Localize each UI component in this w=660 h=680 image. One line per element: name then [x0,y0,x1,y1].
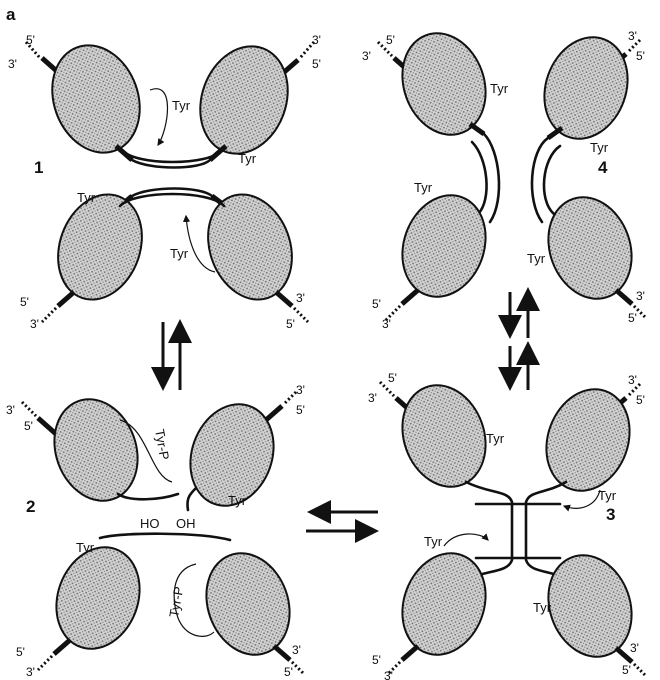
svg-text:5': 5' [636,49,645,63]
tyr-2b: Tyr [228,493,247,508]
svg-text:3': 3' [296,383,305,397]
protomer-3a: 5' 3' [368,371,499,499]
tyr-p-2a: Tyr-P [152,428,172,461]
svg-text:5': 5' [636,393,645,407]
svg-text:5': 5' [26,33,35,47]
svg-text:3': 3' [362,49,371,63]
protomer-4c: 5' 3' [372,183,499,331]
svg-text:5': 5' [24,419,33,433]
protomer-3d: 3' 5' [535,543,646,677]
equilibrium-arrows-3-4 [510,290,528,390]
tyr-p-2d: Tyr-P [166,585,186,618]
state-2: 2 3' 5' 3' 5' Tyr-P Tyr HO OH 5' 3' [6,383,305,679]
svg-text:3': 3' [292,643,301,657]
state-3-number: 3 [606,505,615,524]
svg-text:5': 5' [628,311,637,325]
ho-label: HO [140,516,160,531]
state-3: 3 5' 3' Tyr 3' 5' Tyr 5' 3' Tyr [368,371,646,680]
svg-text:5': 5' [20,295,29,309]
svg-text:5': 5' [386,33,395,47]
tyr-3b: Tyr [598,488,617,503]
svg-text:3': 3' [628,373,637,387]
tyr-1d: Tyr [170,246,189,261]
svg-text:5': 5' [284,665,293,679]
protomer-1d: 3' 5' [194,183,308,331]
panel-letter: a [6,5,16,24]
protomer-3c: 5' 3' [372,541,499,680]
svg-text:3': 3' [630,641,639,655]
state-4-number: 4 [598,158,608,177]
state-4: 4 5' 3' Tyr 3' 5' Tyr 5' 3' Tyr [362,21,646,331]
protomer-2a: 3' 5' [6,387,151,512]
svg-text:3': 3' [296,291,305,305]
tyr-2c: Tyr [76,540,95,555]
tyr-4b: Tyr [590,140,609,155]
svg-text:5': 5' [372,297,381,311]
protomer-1a: 5' 3' [8,33,154,165]
svg-text:3': 3' [8,57,17,71]
equilibrium-arrows-1-2 [163,322,180,390]
state-2-number: 2 [26,497,35,516]
tyr-4a: Tyr [490,81,509,96]
svg-text:5': 5' [622,663,631,677]
svg-text:3': 3' [6,403,15,417]
svg-text:3': 3' [384,669,393,680]
tyr-3c: Tyr [424,534,443,549]
state-1-number: 1 [34,158,43,177]
state-1: 1 5' 3' 3' 5' Tyr Tyr 5' [8,33,321,331]
svg-text:3': 3' [368,391,377,405]
svg-text:3': 3' [628,29,637,43]
tyr-3a: Tyr [486,431,505,446]
protomer-4b: 3' 5' [531,25,645,150]
protomer-1b: 3' 5' [186,33,321,166]
duplex-1-top [122,150,222,168]
tyr-4d: Tyr [527,251,546,266]
protomer-2d: 3' 5' [193,541,304,679]
holliday-junction [466,482,566,578]
svg-text:5': 5' [286,317,295,331]
svg-text:5': 5' [388,371,397,385]
protomer-3b: 3' 5' [533,373,645,503]
tyr-1c: Tyr [77,190,96,205]
svg-text:3': 3' [30,317,39,331]
svg-text:3': 3' [312,33,321,47]
tyr-1b: Tyr [238,151,257,166]
equilibrium-arrows-2-3 [306,512,378,531]
svg-text:5': 5' [372,653,381,667]
protomer-4a: 5' 3' [362,21,499,146]
protomer-2c: 5' 3' [16,535,153,679]
svg-text:3': 3' [636,289,645,303]
svg-text:3': 3' [382,317,391,331]
tyr-3d: Tyr [533,600,552,615]
protomer-4d: 3' 5' [535,185,646,325]
oh-label: OH [176,516,196,531]
duplex-1-bottom [120,189,224,207]
svg-text:5': 5' [296,403,305,417]
svg-text:5': 5' [16,645,25,659]
tyr-4c: Tyr [414,180,433,195]
tyr-1a: Tyr [172,98,191,113]
svg-text:3': 3' [26,665,35,679]
svg-text:5': 5' [312,57,321,71]
